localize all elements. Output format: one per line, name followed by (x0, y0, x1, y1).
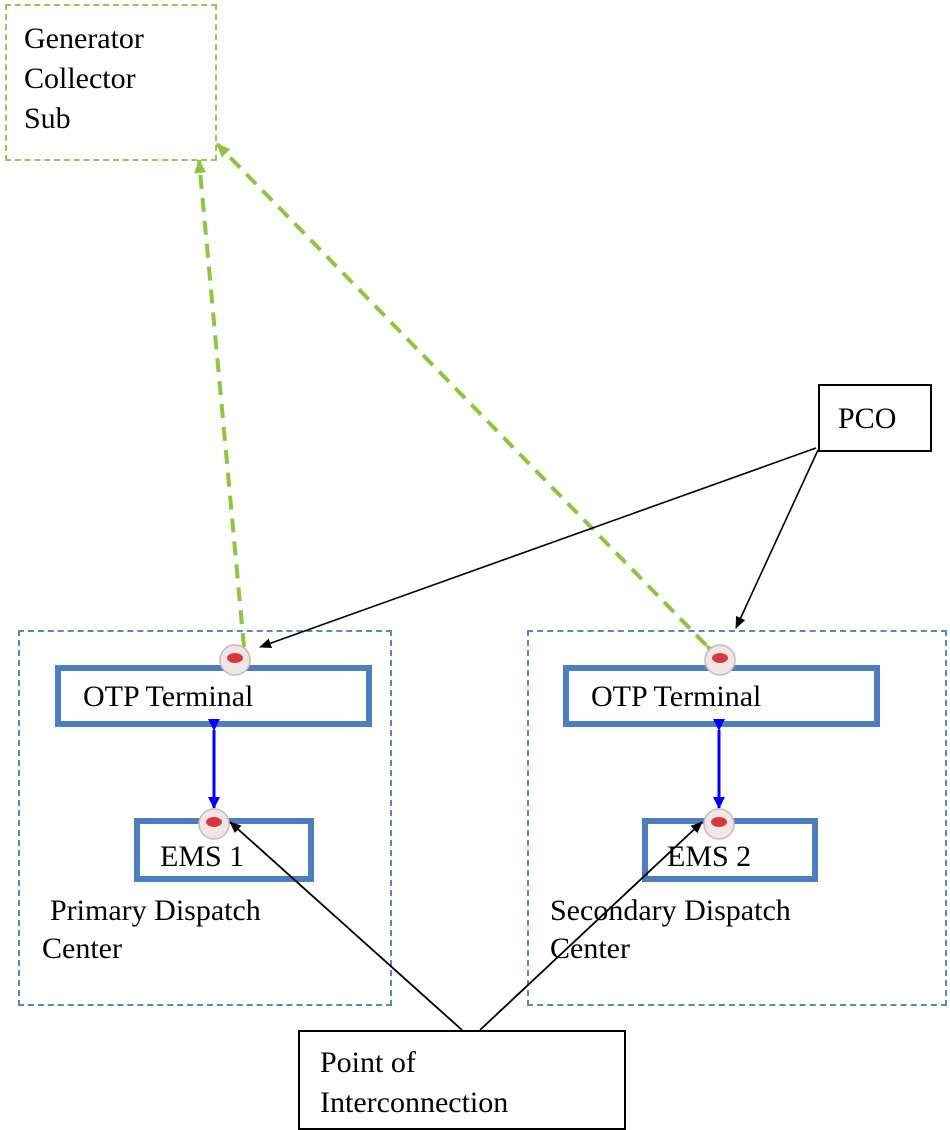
pco-label: PCO (838, 402, 897, 435)
arrow-poi-to-ems-2 (479, 821, 703, 1031)
arrow-pco-to-secondary-otp (735, 449, 819, 629)
green-link-generator-to-primary-otp (194, 159, 252, 661)
primary-dispatch-caption-line-1: Primary Dispatch (50, 894, 261, 927)
pco-box (818, 384, 932, 452)
poi-label-line-1: Point of (320, 1046, 416, 1079)
generator-label-line-1: Generator (24, 22, 144, 55)
green-link-generator-to-secondary-otp (215, 142, 720, 659)
generator-label-line-2: Collector (24, 62, 136, 95)
arrow-poi-to-ems-1 (229, 821, 463, 1031)
secondary-dispatch-caption-line-2: Center (550, 932, 630, 965)
node-primary-otp (219, 644, 251, 676)
ems-2-label: EMS 2 (667, 840, 752, 873)
secondary-dispatch-caption-line-1: Secondary Dispatch (550, 894, 791, 927)
generator-label-line-3: Sub (24, 102, 71, 135)
arrow-pco-to-primary-otp (259, 447, 817, 649)
primary-dispatch-caption-line-2: Center (42, 932, 122, 965)
generator-collector-sub-box (5, 4, 217, 161)
secondary-otp-terminal-label: OTP Terminal (591, 680, 762, 713)
secondary-dispatch-center-boundary (527, 630, 947, 1006)
node-ems-1 (198, 808, 230, 840)
point-of-interconnection-box (298, 1030, 626, 1130)
node-ems-2 (703, 808, 735, 840)
ems-1-label: EMS 1 (160, 840, 245, 873)
node-secondary-otp (704, 644, 736, 676)
poi-label-line-2: Interconnection (320, 1086, 509, 1119)
primary-otp-terminal-label: OTP Terminal (83, 680, 254, 713)
